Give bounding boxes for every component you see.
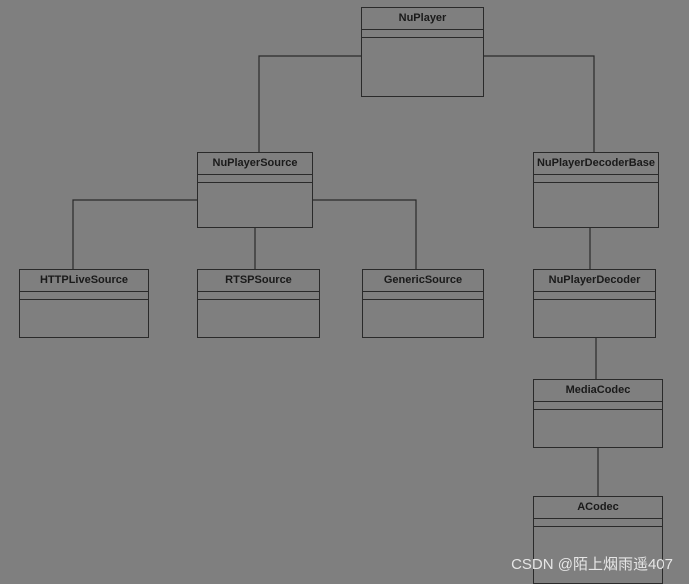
watermark-text: CSDN @陌上烟雨遥407 <box>511 556 673 573</box>
class-name: MediaCodec <box>565 384 631 396</box>
class-attributes-divider <box>20 291 148 292</box>
class-methods-divider <box>534 409 662 410</box>
class-attributes-divider <box>363 291 483 292</box>
class-box-mediacodec: MediaCodec <box>533 379 663 448</box>
class-attributes-divider <box>198 291 319 292</box>
class-box-nuplayerdecoder: NuPlayerDecoder <box>533 269 656 338</box>
class-box-nuplayerdecoderbase: NuPlayerDecoderBase <box>533 152 659 228</box>
class-box-nuplayersource: NuPlayerSource <box>197 152 313 228</box>
class-attributes-divider <box>534 401 662 402</box>
class-name: HTTPLiveSource <box>39 274 129 286</box>
class-name: ACodec <box>577 501 619 513</box>
connector-nuplayersource-to-genericsource <box>313 199 417 269</box>
class-methods-divider <box>363 299 483 300</box>
class-attributes-divider <box>362 29 483 30</box>
class-box-rtspsource: RTSPSource <box>197 269 320 338</box>
class-box-genericsource: GenericSource <box>362 269 484 338</box>
class-attributes-divider <box>534 174 658 175</box>
connector-nuplayer-to-nuplayerdecoderbase <box>484 55 595 152</box>
class-name: NuPlayerSource <box>212 157 298 169</box>
class-attributes-divider <box>534 518 662 519</box>
connector-nuplayer-to-nuplayersource <box>258 55 361 152</box>
class-name: NuPlayerDecoderBase <box>536 157 655 169</box>
connector-nuplayersource-to-httplivesource <box>72 199 197 269</box>
class-methods-divider <box>534 299 655 300</box>
class-methods-divider <box>534 526 662 527</box>
class-name: GenericSource <box>383 274 463 286</box>
class-name: NuPlayer <box>398 12 447 24</box>
class-attributes-divider <box>198 174 312 175</box>
class-box-nuplayer: NuPlayer <box>361 7 484 97</box>
class-box-httplivesource: HTTPLiveSource <box>19 269 149 338</box>
class-methods-divider <box>198 182 312 183</box>
class-name: NuPlayerDecoder <box>548 274 641 286</box>
class-methods-divider <box>20 299 148 300</box>
class-methods-divider <box>534 182 658 183</box>
class-attributes-divider <box>534 291 655 292</box>
class-name: RTSPSource <box>225 274 292 286</box>
class-methods-divider <box>362 37 483 38</box>
class-box-acodec: ACodec <box>533 496 663 584</box>
class-methods-divider <box>198 299 319 300</box>
